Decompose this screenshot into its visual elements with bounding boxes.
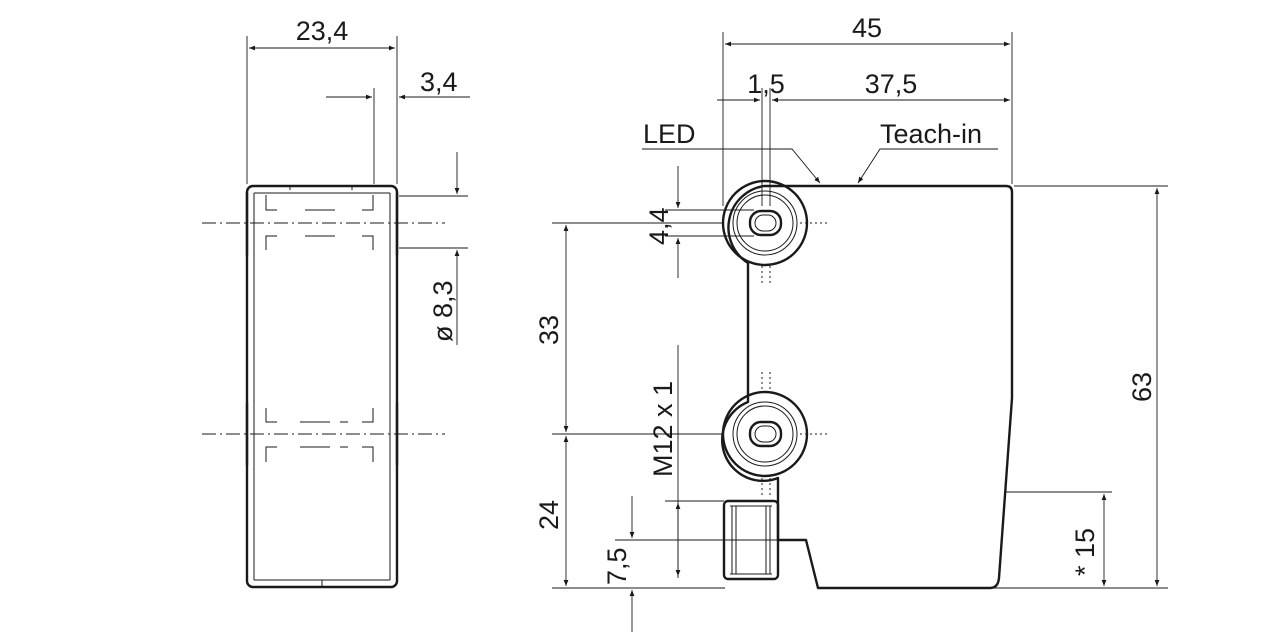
side-housing-outline bbox=[245, 184, 399, 589]
taper-dim: * 15 bbox=[1070, 528, 1100, 576]
side-width-dim: 23,4 bbox=[296, 16, 349, 46]
height-dim: 63 bbox=[1127, 372, 1157, 402]
teach-in-label: Teach-in bbox=[880, 119, 982, 149]
lower-bore-hidden bbox=[265, 408, 374, 462]
hole-spacing-dim: 33 bbox=[534, 315, 564, 345]
connector-height-dim: 7,5 bbox=[602, 547, 632, 585]
side-view: 23,4 3,4 ø 8,3 bbox=[202, 16, 470, 589]
front-width-dim: 45 bbox=[852, 13, 882, 43]
front-housing-outline bbox=[721, 184, 1014, 590]
thread-dim: M12 x 1 bbox=[648, 381, 678, 477]
lower-mount-hole bbox=[721, 390, 809, 478]
side-offset-dim: 3,4 bbox=[420, 67, 458, 97]
front-view: 45 1,5 37,5 LED Teach-in 4,4 33 24 M12 x… bbox=[534, 13, 1168, 632]
upper-bore-hidden bbox=[265, 195, 374, 250]
side-bore-dim: ø 8,3 bbox=[428, 280, 458, 342]
teach-offset-dim: 37,5 bbox=[865, 69, 918, 99]
led-label: LED bbox=[643, 119, 696, 149]
lower-hole-dim: 24 bbox=[534, 500, 564, 530]
led-spacing-dim: 4,4 bbox=[644, 207, 674, 245]
led-offset-dim: 1,5 bbox=[747, 69, 785, 99]
upper-mount-hole bbox=[721, 179, 809, 267]
